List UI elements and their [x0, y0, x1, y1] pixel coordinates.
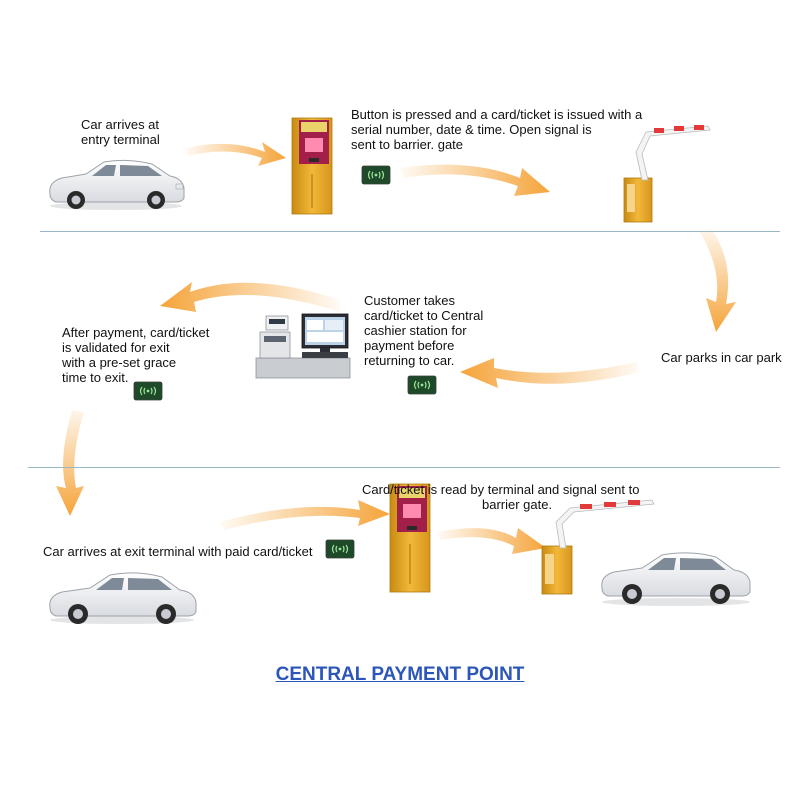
arrow-barrier-down-to-park [700, 230, 736, 332]
arrow-entry-to-terminal [185, 142, 286, 166]
arrow-exit-terminal-to-barrier [438, 528, 546, 554]
step-after-payment: After payment, card/ticket is validated … [62, 325, 210, 385]
arrow-terminal-to-barrier [400, 164, 550, 196]
arrow-cashier-to-validation [160, 282, 340, 312]
step-car-parks: Car parks in car park [661, 350, 782, 365]
arrow-park-to-cashier [460, 358, 640, 388]
step-arrive-entry: Car arrives at entry terminal [81, 117, 160, 147]
entry-terminal-icon [291, 117, 333, 215]
card-ticket-icon [325, 539, 355, 559]
section-divider [40, 231, 780, 232]
step-button-pressed: Button is pressed and a card/ticket is i… [351, 107, 643, 152]
arrow-exit-car-to-terminal [220, 500, 390, 530]
car-icon [601, 552, 751, 606]
step-customer-takes: Customer takes card/ticket to Central ca… [364, 293, 484, 368]
car-icon [49, 159, 185, 210]
arrow-validation-down-to-exit [56, 410, 84, 516]
car-icon [49, 572, 197, 624]
card-ticket-icon [407, 375, 437, 395]
card-ticket-icon [133, 381, 163, 401]
cashier-station-icon [255, 313, 351, 379]
barrier-gate-icon [623, 125, 711, 223]
footer-title: CENTRAL PAYMENT POINT [275, 664, 525, 685]
step-arrive-exit: Car arrives at exit terminal with paid c… [43, 544, 313, 559]
section-divider [28, 467, 780, 468]
card-ticket-icon [361, 165, 391, 185]
step-card-read: Card/ticket is read by terminal and sign… [362, 482, 640, 512]
exit-terminal-icon [389, 483, 431, 593]
barrier-gate-icon [541, 499, 655, 595]
